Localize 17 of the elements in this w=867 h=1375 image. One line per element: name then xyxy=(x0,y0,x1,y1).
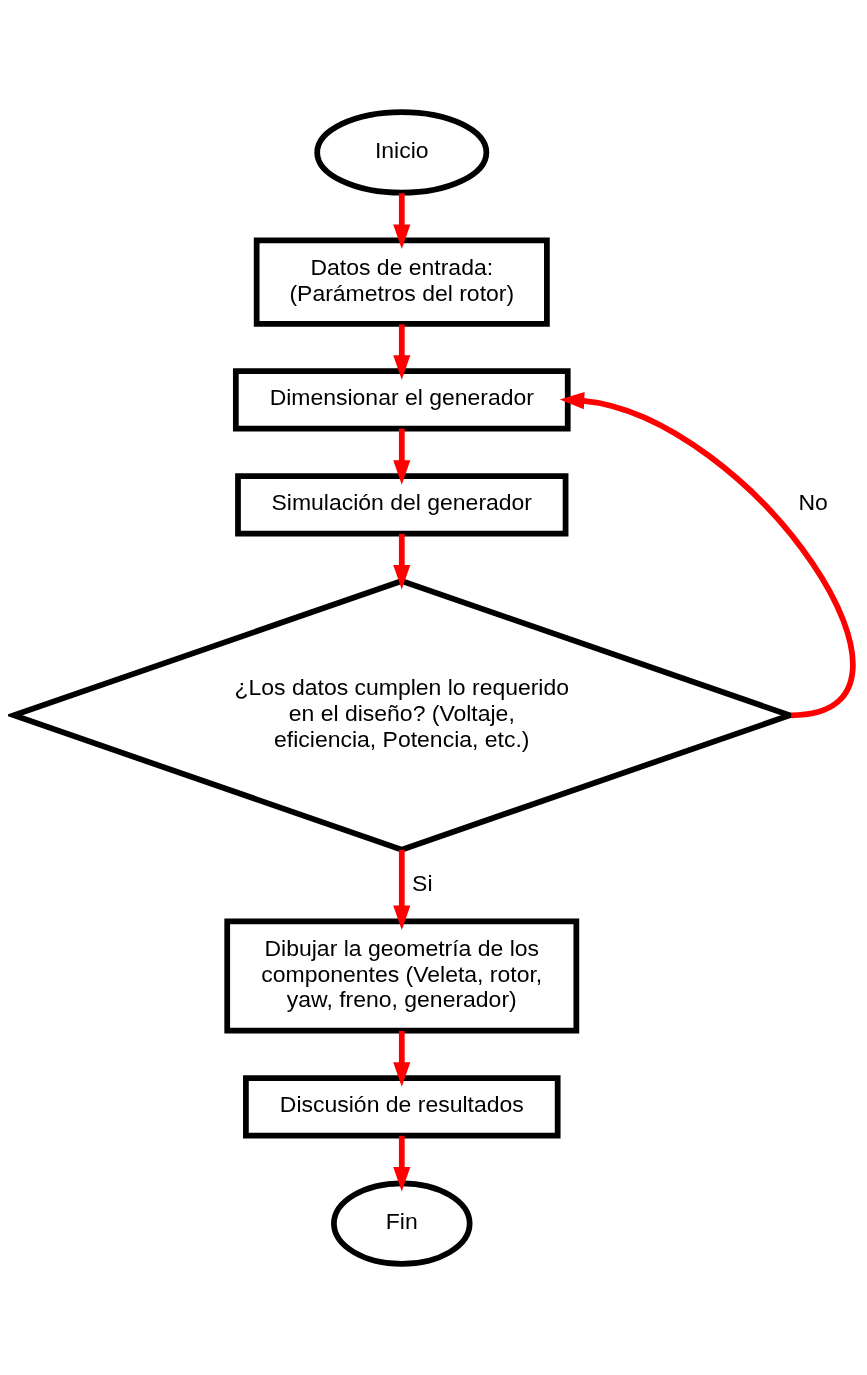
node-box: Simulación del generador xyxy=(235,472,569,536)
edge-label: No xyxy=(798,488,828,515)
arrow xyxy=(393,428,411,485)
arrow xyxy=(393,1135,411,1191)
node-box: Dibujar la geometría de los componentes (Veleta, rotor, yaw, freno, generador) xyxy=(224,918,580,1034)
edge-label: Si xyxy=(412,869,433,896)
node-box: Datos de entrada: (Parámetros del rotor) xyxy=(253,237,550,327)
node-ellipse: Fin xyxy=(331,1179,473,1267)
arrow xyxy=(559,391,856,718)
node-box: Dimensionar el generador xyxy=(232,367,571,432)
node-box: Discusión de resultados xyxy=(243,1074,561,1138)
arrow xyxy=(393,849,411,930)
node-ellipse: Inicio xyxy=(314,108,490,196)
arrow xyxy=(393,533,411,589)
arrow xyxy=(393,323,411,380)
arrow xyxy=(393,192,411,249)
arrow xyxy=(393,1030,411,1087)
